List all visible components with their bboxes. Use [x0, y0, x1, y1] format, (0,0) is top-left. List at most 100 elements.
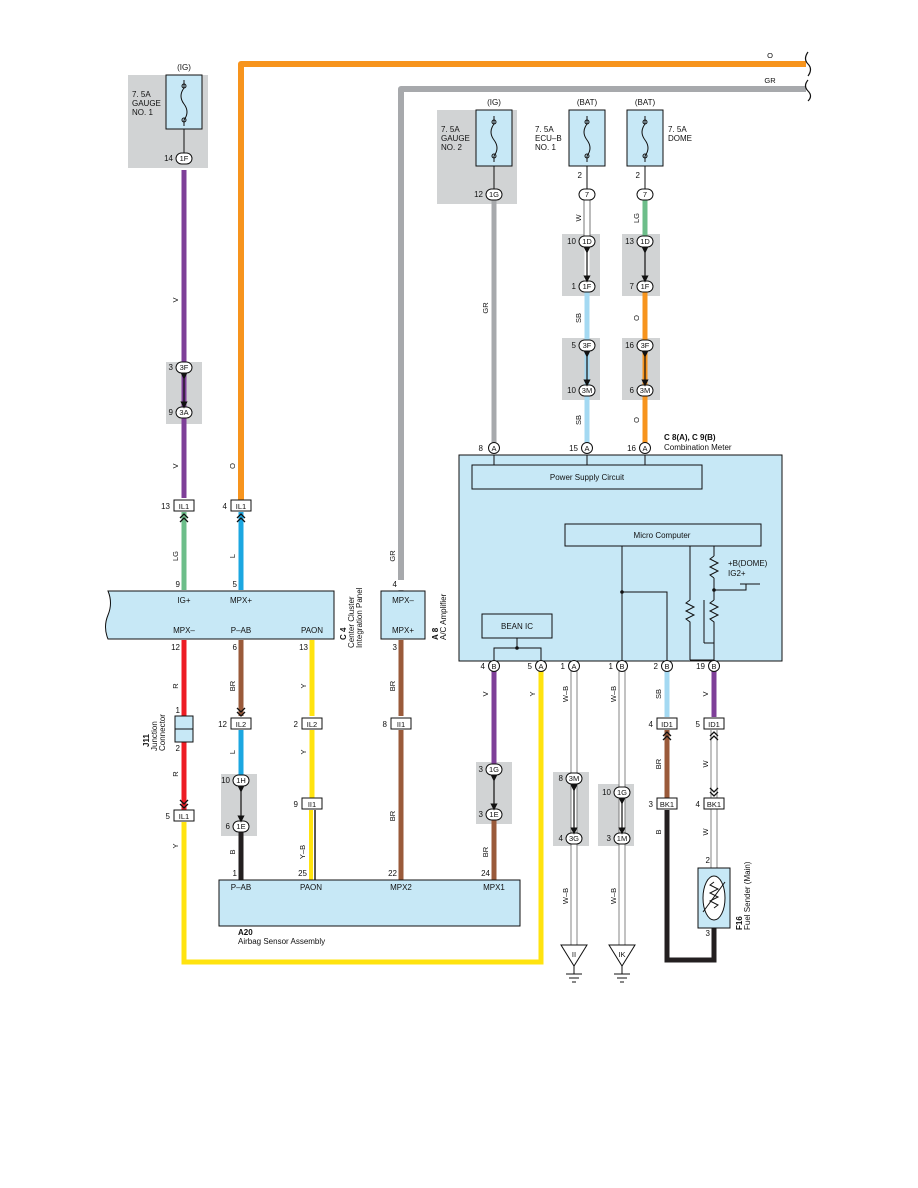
- center-cluster-panel: IG+ MPX+ MPX– P–AB PAON C 4 Center Clust…: [105, 587, 364, 648]
- wire-label: SB: [574, 415, 583, 425]
- sender-name: Fuel Sender (Main): [743, 861, 752, 930]
- connector-code: IL1: [179, 812, 189, 821]
- pin-number: 2: [176, 744, 181, 753]
- junction-name2: Connector: [158, 714, 167, 751]
- ground-ii: [560, 944, 588, 983]
- wire-label: BR: [228, 680, 237, 691]
- cluster-mpxm: MPX–: [173, 626, 195, 635]
- connector-code: 3A: [179, 408, 188, 417]
- connector-codes: 1F 1G 7 7 1D 1F 1D 1F 3F 3M 3F 3M 3F 3A …: [179, 154, 721, 843]
- fuse-gauge1-no: NO. 1: [132, 108, 153, 117]
- ac-name: A/C Amplifier: [439, 593, 448, 640]
- wire-label: GR: [764, 76, 776, 85]
- ground-ik-label: IK: [618, 950, 625, 959]
- pin-letter: A: [538, 662, 543, 671]
- pin-number: 2: [294, 720, 299, 729]
- pin-number: 4: [481, 662, 486, 671]
- pin-number: 3: [649, 800, 654, 809]
- pin-number: 8: [479, 444, 484, 453]
- wire-label: SB: [574, 313, 583, 323]
- pin-number: 1: [609, 662, 614, 671]
- wire-label: W–B: [561, 888, 570, 904]
- connector-code: 1D: [640, 237, 650, 246]
- connector-arrows: [180, 246, 649, 835]
- fuse-gauge2-name: GAUGE: [441, 134, 470, 143]
- meter-psc-label: Power Supply Circuit: [550, 473, 625, 482]
- ac-mpxp: MPX+: [392, 626, 414, 635]
- pin-number: 5: [572, 341, 577, 350]
- connector-code: IL1: [179, 502, 189, 511]
- pin-number: 5: [528, 662, 533, 671]
- airbag-paon: PAON: [300, 883, 322, 892]
- pin-number: 3: [169, 363, 174, 372]
- pin-number: 19: [696, 662, 705, 671]
- connector-code: II1: [397, 720, 405, 729]
- ac-mpxm: MPX–: [392, 596, 414, 605]
- wire-label: Y: [171, 843, 180, 848]
- pin-number: 3: [706, 929, 711, 938]
- meter-bean-label: BEAN IC: [501, 622, 533, 631]
- pin-number: 2: [636, 171, 641, 180]
- junction-code: J11: [142, 734, 151, 747]
- connector-code: 1H: [236, 776, 246, 785]
- pin-number: 3: [607, 834, 612, 843]
- wire-label: W: [574, 214, 583, 222]
- connector-code: IL1: [236, 502, 246, 511]
- wire-label: GR: [388, 550, 397, 562]
- meter-code: C 8(A), C 9(B): [664, 433, 716, 442]
- wire-label: Y: [528, 691, 537, 696]
- fuse-gauge2-rating: 7. 5A: [441, 125, 460, 134]
- pin-number: 9: [169, 408, 174, 417]
- airbag-mpx2: MPX2: [390, 883, 412, 892]
- wire-label: B: [654, 829, 663, 834]
- fuse-ecub-rating: 7. 5A: [535, 125, 554, 134]
- meter-bdome-label: +B(DOME): [728, 559, 768, 568]
- wire-label: W: [701, 828, 710, 836]
- meter-name: Combination Meter: [664, 443, 732, 452]
- connector-code: 3M: [569, 774, 579, 783]
- fuse-dome-name: DOME: [668, 134, 692, 143]
- wire-label: R: [171, 771, 180, 777]
- pin-number: 5: [166, 812, 171, 821]
- wire-label: Y–B: [298, 845, 307, 859]
- pin-number: 4: [649, 720, 654, 729]
- cluster-mpxp: MPX+: [230, 596, 252, 605]
- pin-number: 10: [221, 776, 230, 785]
- wire-label: V: [701, 691, 710, 696]
- meter-micro-label: Micro Computer: [634, 531, 691, 540]
- ac-amplifier: MPX– MPX+ A 8 A/C Amplifier: [380, 590, 448, 640]
- wire-label: SB: [654, 689, 663, 699]
- pin-number: 13: [625, 237, 634, 246]
- pin-number: 5: [233, 580, 238, 589]
- wire-label: W: [701, 760, 710, 768]
- pin-number: 6: [226, 822, 231, 831]
- connector-code: 3F: [641, 341, 650, 350]
- wire-label: LG: [171, 551, 180, 561]
- pin-letter: A: [642, 444, 647, 453]
- pin-numbers: 14 12 2 2 10 1 13 7 5 10 16 6 3 9 8 15 1…: [161, 154, 710, 938]
- wire-label: W–B: [609, 888, 618, 904]
- wire-label: O: [767, 51, 773, 60]
- pin-number: 3: [479, 765, 484, 774]
- connector-code: 3F: [180, 363, 189, 372]
- connector-code: 1F: [583, 282, 592, 291]
- fuse-ecub-no: NO. 1: [535, 143, 556, 152]
- pin-number: 7: [630, 282, 635, 291]
- pin-number: 6: [630, 386, 635, 395]
- supply-wires: [238, 61, 806, 580]
- wire-color-labels: O GR V V O LG L GR GR W LG SB O SB O R B…: [171, 51, 776, 904]
- connector-code: 1G: [489, 765, 499, 774]
- pin-number: 10: [567, 386, 576, 395]
- chevrons: [179, 513, 719, 809]
- wire-y-return: [181, 668, 544, 965]
- pin-number: 15: [569, 444, 578, 453]
- pin-number: 2: [654, 662, 659, 671]
- connector-code: 1D: [582, 237, 592, 246]
- connector-code: IL2: [236, 720, 246, 729]
- fuse-dome-supply: (BAT): [635, 98, 656, 107]
- wire-label: V: [481, 691, 490, 696]
- cluster-igp: IG+: [177, 596, 190, 605]
- wire-label: Y: [299, 683, 308, 688]
- pin-number: 1: [572, 282, 577, 291]
